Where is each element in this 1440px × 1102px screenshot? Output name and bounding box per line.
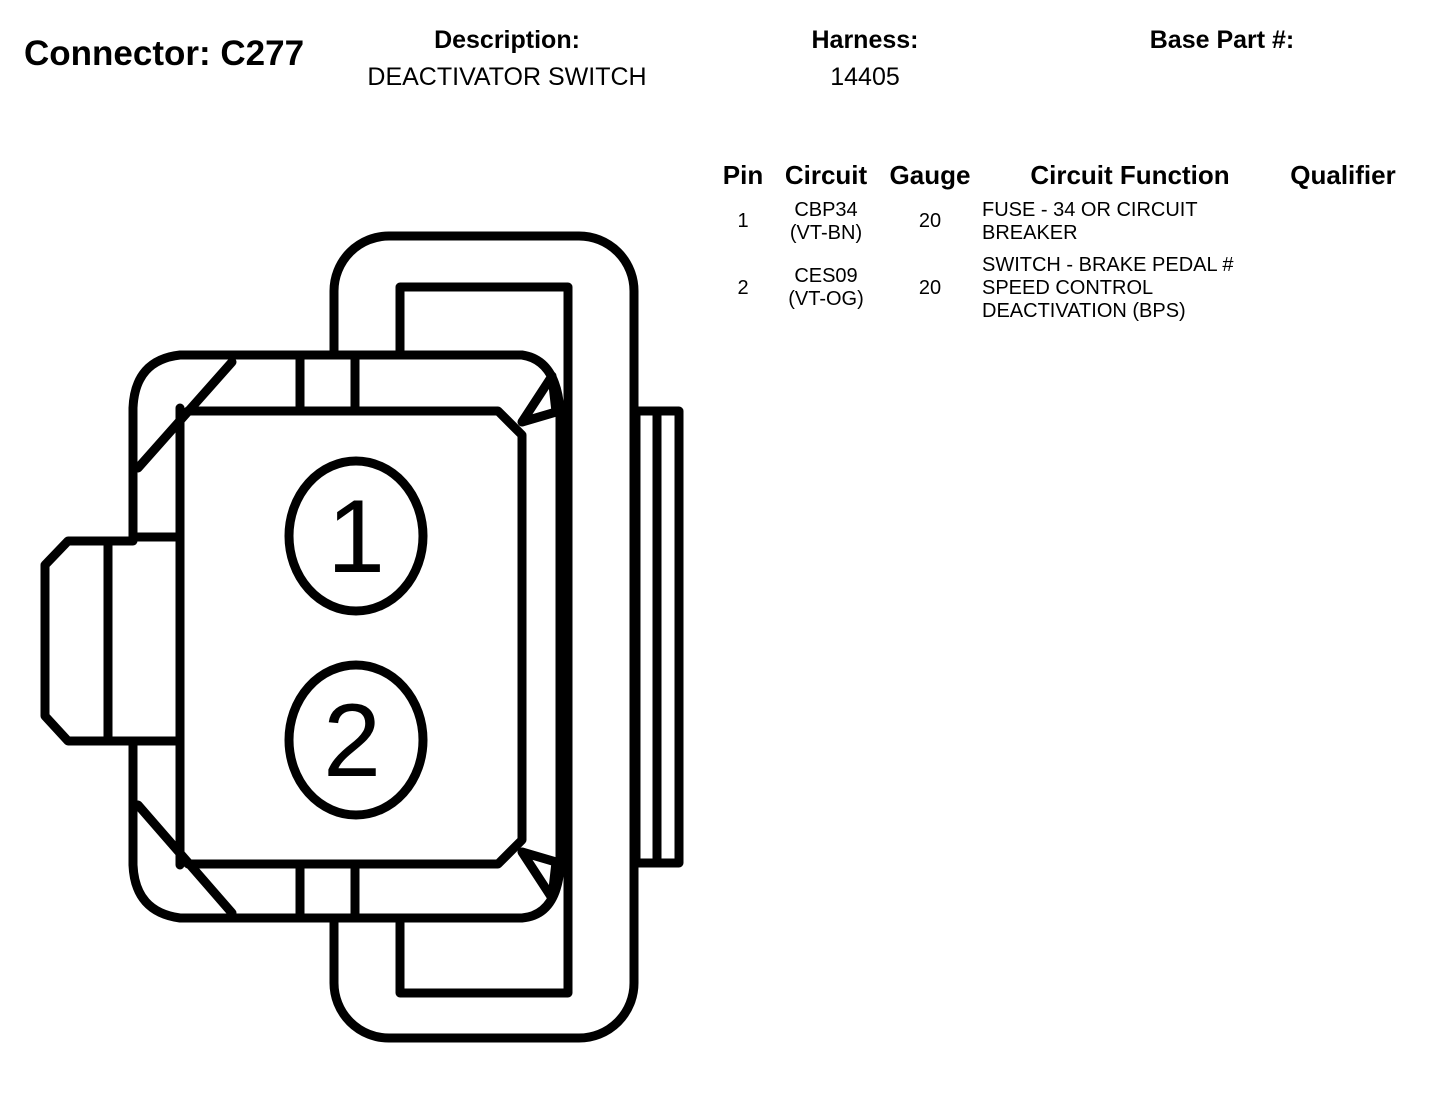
connector-face-diagram: 1 2 (40, 231, 684, 1043)
corner-brace-bottom-left (133, 800, 237, 918)
pin-2-cavity (284, 660, 428, 820)
connector-title: Connector: C277 (24, 34, 305, 73)
table-row-1-circuit-id: CBP34 (794, 199, 858, 221)
table-row-2-circuit-color: (VT-OG) (788, 288, 864, 310)
pin-1-label: 1 (327, 479, 385, 595)
table-row-2-function: SWITCH - BRAKE PEDAL # SPEED CONTROL DEA… (982, 254, 1234, 323)
table-row-2-gauge: 20 (918, 277, 942, 299)
harness-label: Harness: (811, 26, 919, 54)
table-row-2-function-line-1: SWITCH - BRAKE PEDAL # (982, 254, 1234, 276)
column-header-gauge: Gauge (889, 160, 971, 190)
latch-arrow-bottom (517, 847, 561, 903)
table-row-2-circuit-id: CES09 (794, 265, 858, 287)
column-header-qualifier: Qualifier (1290, 160, 1396, 190)
table-row-1-gauge: 20 (918, 210, 942, 232)
column-header-circuit-function: Circuit Function (1030, 160, 1230, 190)
column-header-pin: Pin (722, 160, 764, 190)
harness-value: 14405 (830, 63, 900, 91)
terminal-face (175, 406, 527, 869)
pin-2-label: 2 (323, 683, 381, 799)
table-row-2-circuit: CES09 (VT-OG) (770, 265, 882, 311)
description-value: DEACTIVATOR SWITCH (367, 63, 647, 91)
corner-brace-top-left (133, 357, 237, 473)
table-row-1-pin: 1 (737, 210, 749, 232)
latch-arrow-top (517, 371, 561, 427)
column-header-circuit: Circuit (784, 160, 868, 190)
table-row-2-function-line-3: DEACTIVATION (BPS) (982, 300, 1186, 322)
table-row-1-function-line-2: BREAKER (982, 222, 1078, 244)
table-row-1-circuit: CBP34 (VT-BN) (770, 199, 882, 245)
base-part-label: Base Part #: (1149, 26, 1295, 54)
table-row-1-function-line-1: FUSE - 34 OR CIRCUIT (982, 199, 1198, 221)
table-row-2-function-line-2: SPEED CONTROL (982, 277, 1154, 299)
lock-channel (395, 282, 573, 998)
pin-1-cavity (284, 456, 428, 616)
table-row-2-pin: 2 (737, 277, 749, 299)
left-key-tab (40, 536, 113, 746)
table-row-1-function: FUSE - 34 OR CIRCUIT BREAKER (982, 199, 1198, 245)
table-row-1-circuit-color: (VT-BN) (789, 222, 863, 244)
description-label: Description: (434, 26, 580, 54)
